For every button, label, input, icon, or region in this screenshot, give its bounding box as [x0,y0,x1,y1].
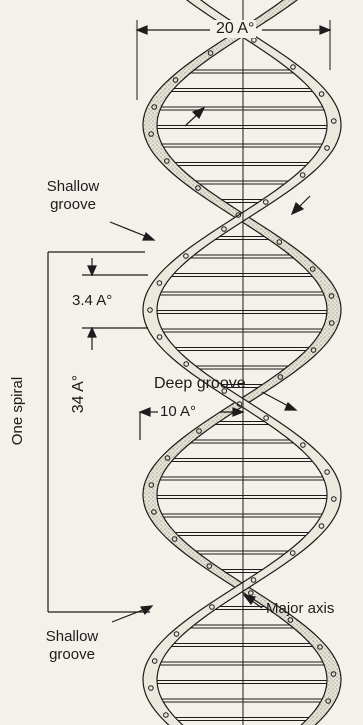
strand-circle [263,199,269,205]
one-spiral-bracket [47,251,150,613]
strand-circle [324,469,330,475]
strand-direction-arrow-down [290,195,311,216]
strand-circle [221,226,227,232]
strand-circle [236,401,243,407]
rise-dimension [82,258,148,350]
strand-circle [164,455,171,461]
strand-circle [148,685,154,691]
strand-circle [289,550,296,556]
strand-circle [277,374,284,380]
strand-circle [163,712,169,718]
width-dimension [135,25,332,35]
strand-circle [250,577,257,583]
strand-circle [148,482,155,488]
deep-groove-pointer [261,391,298,411]
strand-circle [309,266,316,272]
width-label: 20 A° [214,20,257,38]
strand-circle [318,91,325,97]
strand-circle [276,239,283,245]
shallow-groove-top-label: Shallow groove [33,178,113,214]
strand-circle [206,563,213,569]
base-pair-rungs [150,69,334,721]
shallow-groove-bottom-line2: groove [49,646,95,663]
strand-circle [207,50,214,56]
strand-circle [156,334,163,340]
strand-circle [331,496,337,502]
pitch-label: 34 A° [70,374,87,414]
strand-circle [183,253,189,259]
strand-circle [183,361,189,367]
shallow-groove-top-line1: Shallow [46,178,100,195]
strand-circle [331,118,337,124]
strand-circle [310,347,317,353]
strand-circle [324,145,330,151]
strand-circle [235,212,242,218]
shallow-groove-top-line2: groove [50,196,96,213]
strand-circle [151,658,158,664]
strand-circle [317,644,323,650]
strand-circle [209,604,215,610]
radius-dimension [138,407,245,440]
strand-circle [195,185,201,191]
radius-label: 10 A° [160,403,197,421]
strand-circle [263,415,269,421]
shallow-groove-bottom-pointer [111,605,154,623]
strand-circle [328,293,335,299]
major-axis-label: Major axis [266,600,335,617]
strand-circle [299,172,306,178]
strand-circle [196,428,202,434]
shallow-groove-bottom-line1: Shallow [45,628,99,645]
major-axis-pointer [242,594,263,609]
strand-circle [148,131,154,137]
strand-circle [328,320,335,326]
strand-circle [221,388,228,394]
strand-circle [287,617,294,623]
strand-circle [171,536,178,542]
helix-strand-back [142,0,342,725]
strand-circle [147,307,153,313]
strand-circle [318,523,325,529]
strand-direction-arrow-up [184,106,206,127]
one-spiral-label: One spiral [9,371,27,451]
strand-circle [164,158,170,164]
deep-groove-label: Deep groove [154,375,246,392]
strand-circle [248,590,254,596]
rise-label: 3.4 A° [72,292,113,310]
strand-circle [330,671,337,677]
strand-circle [151,509,157,515]
strand-circle [300,442,306,448]
strand-circle [151,104,157,110]
strand-circle [172,77,179,83]
strand-circle [173,631,180,637]
helix-strand-front [142,0,342,725]
strand-circles [147,37,337,718]
strand-circle [325,698,332,704]
strand-circle [290,64,296,70]
shallow-groove-bottom-label: Shallow groove [32,628,112,664]
shallow-groove-top-pointer [109,221,156,241]
strand-circle [156,280,163,286]
